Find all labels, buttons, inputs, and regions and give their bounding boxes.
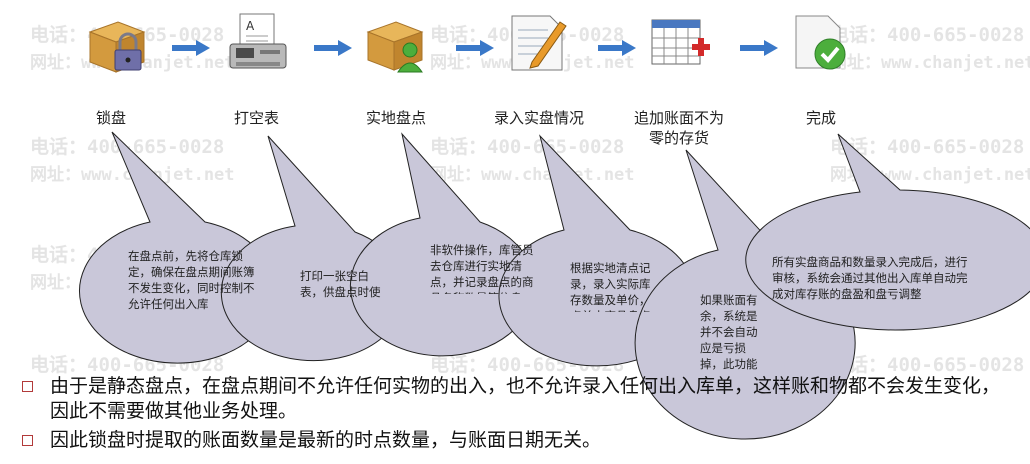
- step-label-physical-count: 实地盘点: [366, 109, 427, 127]
- bullet-square-icon: [22, 435, 33, 446]
- callout-text-lock: 在盘点前，先将仓库锁定，确保在盘点期间账簿不发生变化，同时控制不允许任何出入库: [128, 249, 255, 311]
- bullet-text: 由于是静态盘点，在盘点期间不允许任何实物的出入，也不允许录入任何出入库单，这样账…: [50, 375, 1001, 422]
- step-label-print-blank: 打空表: [234, 109, 280, 127]
- step-label-line: 追加账面不为: [634, 109, 725, 127]
- callout-text-enter-count: 根据实地清点记录，录入实际库存数量及单价，点单中商品盘点: [570, 261, 651, 312]
- arrow-right-icon: [456, 40, 494, 56]
- step-label-append-nonzero: 追加账面不为 零的存货: [634, 108, 724, 148]
- fax-printer-icon: A: [229, 13, 287, 69]
- watermark-phone: 电话：400-665-0028: [430, 136, 625, 158]
- step-label-line: 零的存货: [649, 129, 710, 147]
- document-pen-icon: [511, 15, 567, 71]
- box-user-icon: [366, 21, 424, 73]
- bullet-item: 因此锁盘时提取的账面数量是最新的时点数量，与账面日期无关。: [18, 428, 1018, 453]
- arrow-right-icon: [740, 40, 778, 56]
- watermark-site: 网址：www.chanjet.net: [830, 53, 1030, 73]
- document-check-icon: [795, 15, 846, 70]
- watermark-phone: 电话：400-665-0028: [830, 136, 1025, 158]
- step-label-enter-count: 录入实盘情况: [494, 109, 585, 127]
- callout-text-complete: 所有实盘商品和数量录入完成后，进行审核，系统会通过其他出入库单自动完成对库存账的…: [772, 255, 968, 301]
- arrow-right-icon: [172, 40, 210, 56]
- watermark-site: 网址：www.chanjet.net: [430, 165, 635, 185]
- callout-bubble-6: [745, 133, 1030, 331]
- arrow-right-icon: [314, 40, 352, 56]
- callout-text-physical-count: 非软件操作，库管员去仓库进行实地清点，并记录盘点的商品名称数量等信息: [430, 243, 534, 294]
- bullet-item: 由于是静态盘点，在盘点期间不允许任何实物的出入，也不允许录入任何出入库单，这样账…: [18, 374, 1018, 424]
- svg-text:A: A: [246, 19, 255, 33]
- step-label-complete: 完成: [806, 109, 837, 127]
- watermark-phone: 电话：400-665-0028: [830, 24, 1025, 46]
- step-label-lock: 锁盘: [96, 109, 127, 127]
- callout-text-print-blank: 打印一张空白表，供盘点时使用。可跳过: [300, 269, 381, 302]
- bullet-square-icon: [22, 381, 33, 392]
- table-add-icon: [651, 19, 710, 65]
- watermark-phone: 电话：400-665-0028: [830, 354, 1025, 376]
- bullet-text: 因此锁盘时提取的账面数量是最新的时点数量，与账面日期无关。: [50, 429, 602, 451]
- locked-box-icon: [88, 21, 146, 73]
- callout-text-append-nonzero: 如果账面有余，系统是并不会自动应是亏损掉，此功能就是将这部分: [700, 293, 758, 370]
- arrow-right-icon: [598, 40, 636, 56]
- bullet-list: 由于是静态盘点，在盘点期间不允许任何实物的出入，也不允许录入任何出入库单，这样账…: [18, 374, 1018, 457]
